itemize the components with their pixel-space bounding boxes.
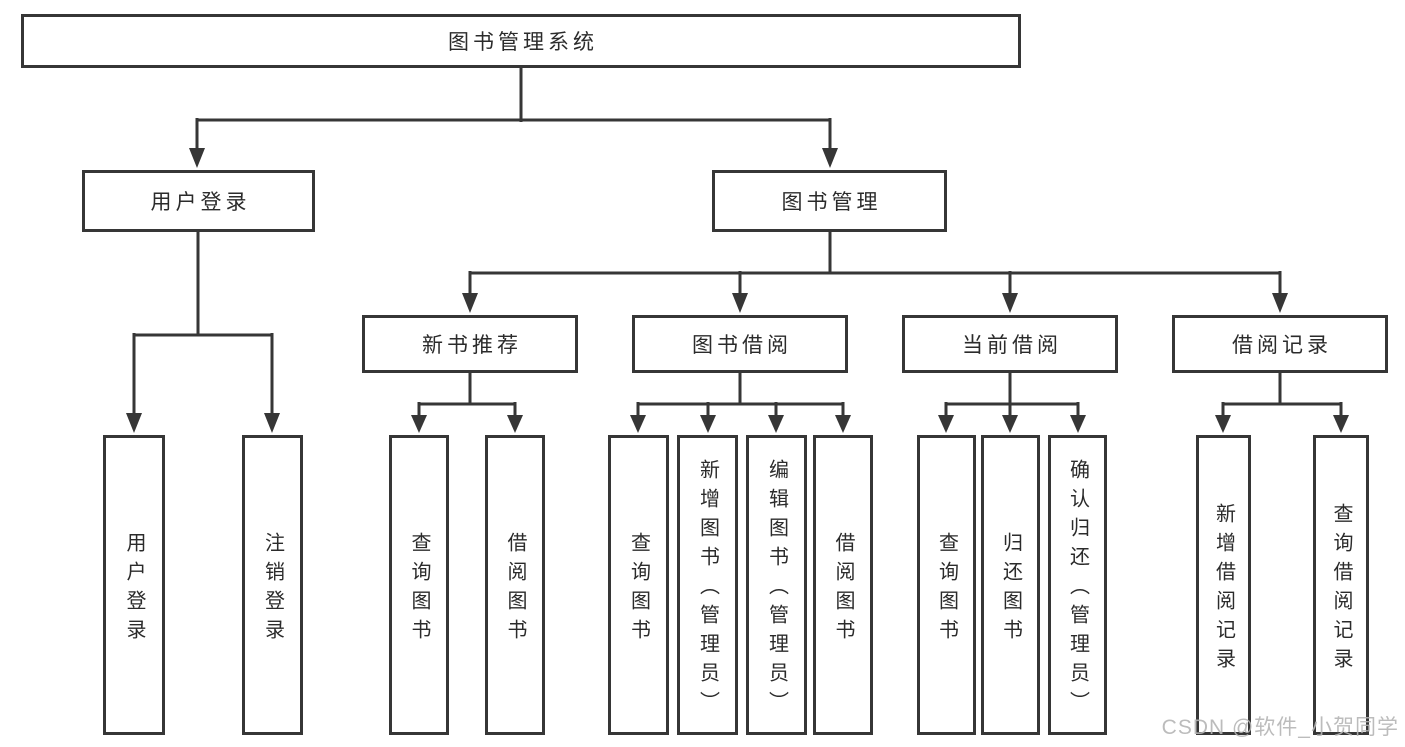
leaf-borrow-books-label: 借阅图书 [832,531,854,648]
leaf-borrow-books-recommend-label: 借阅图书 [504,531,526,648]
leaf-add-books-admin-label: 新增图书（管理员） [696,459,719,720]
leaf-borrow-books: 借阅图书 [813,435,873,735]
node-user-login-label: 用户登录 [150,191,251,214]
leaf-query-books-current: 查询图书 [917,435,976,735]
leaf-query-borrow-record: 查询借阅记录 [1313,435,1369,735]
leaf-borrow-books-recommend: 借阅图书 [485,435,545,735]
leaf-add-books-admin: 新增图书（管理员） [677,435,738,735]
node-current-borrowing: 当前借阅 [902,315,1118,373]
leaf-return-books-label: 归还图书 [999,531,1022,648]
node-borrowing-records-label: 借阅记录 [1232,334,1332,357]
leaf-edit-books-admin: 编辑图书（管理员） [746,435,807,735]
watermark-text: CSDN @软件_小贺同学 [1161,716,1399,739]
leaf-add-borrow-record: 新增借阅记录 [1196,435,1251,735]
leaf-logout: 注销登录 [242,435,303,735]
leaf-user-login: 用户登录 [103,435,165,735]
node-current-borrowing-label: 当前借阅 [962,334,1062,357]
leaf-confirm-return-admin: 确认归还（管理员） [1048,435,1107,735]
node-book-management: 图书管理 [712,170,947,232]
node-book-management-label: 图书管理 [781,191,882,214]
leaf-logout-label: 注销登录 [261,531,284,648]
leaf-confirm-return-admin-label: 确认归还（管理员） [1066,459,1089,720]
node-borrowing-records: 借阅记录 [1172,315,1388,373]
node-book-borrowing-label: 图书借阅 [692,334,792,357]
node-new-book-recommend: 新书推荐 [362,315,578,373]
leaf-edit-books-admin-label: 编辑图书（管理员） [765,459,788,720]
leaf-query-borrow-record-label: 查询借阅记录 [1330,502,1352,677]
node-new-book-recommend-label: 新书推荐 [422,334,522,357]
leaf-query-books-recommend-label: 查询图书 [408,531,430,648]
leaf-return-books: 归还图书 [981,435,1040,735]
leaf-query-books-current-label: 查询图书 [935,531,958,648]
leaf-query-books-recommend: 查询图书 [389,435,449,735]
node-book-borrowing: 图书借阅 [632,315,848,373]
node-user-login: 用户登录 [82,170,315,232]
leaf-user-login-label: 用户登录 [123,531,145,648]
leaf-query-books-borrowing: 查询图书 [608,435,669,735]
node-root: 图书管理系统 [21,14,1021,68]
leaf-query-books-borrowing-label: 查询图书 [627,531,650,648]
node-root-label: 图书管理系统 [448,31,598,54]
leaf-add-borrow-record-label: 新增借阅记录 [1212,502,1235,677]
